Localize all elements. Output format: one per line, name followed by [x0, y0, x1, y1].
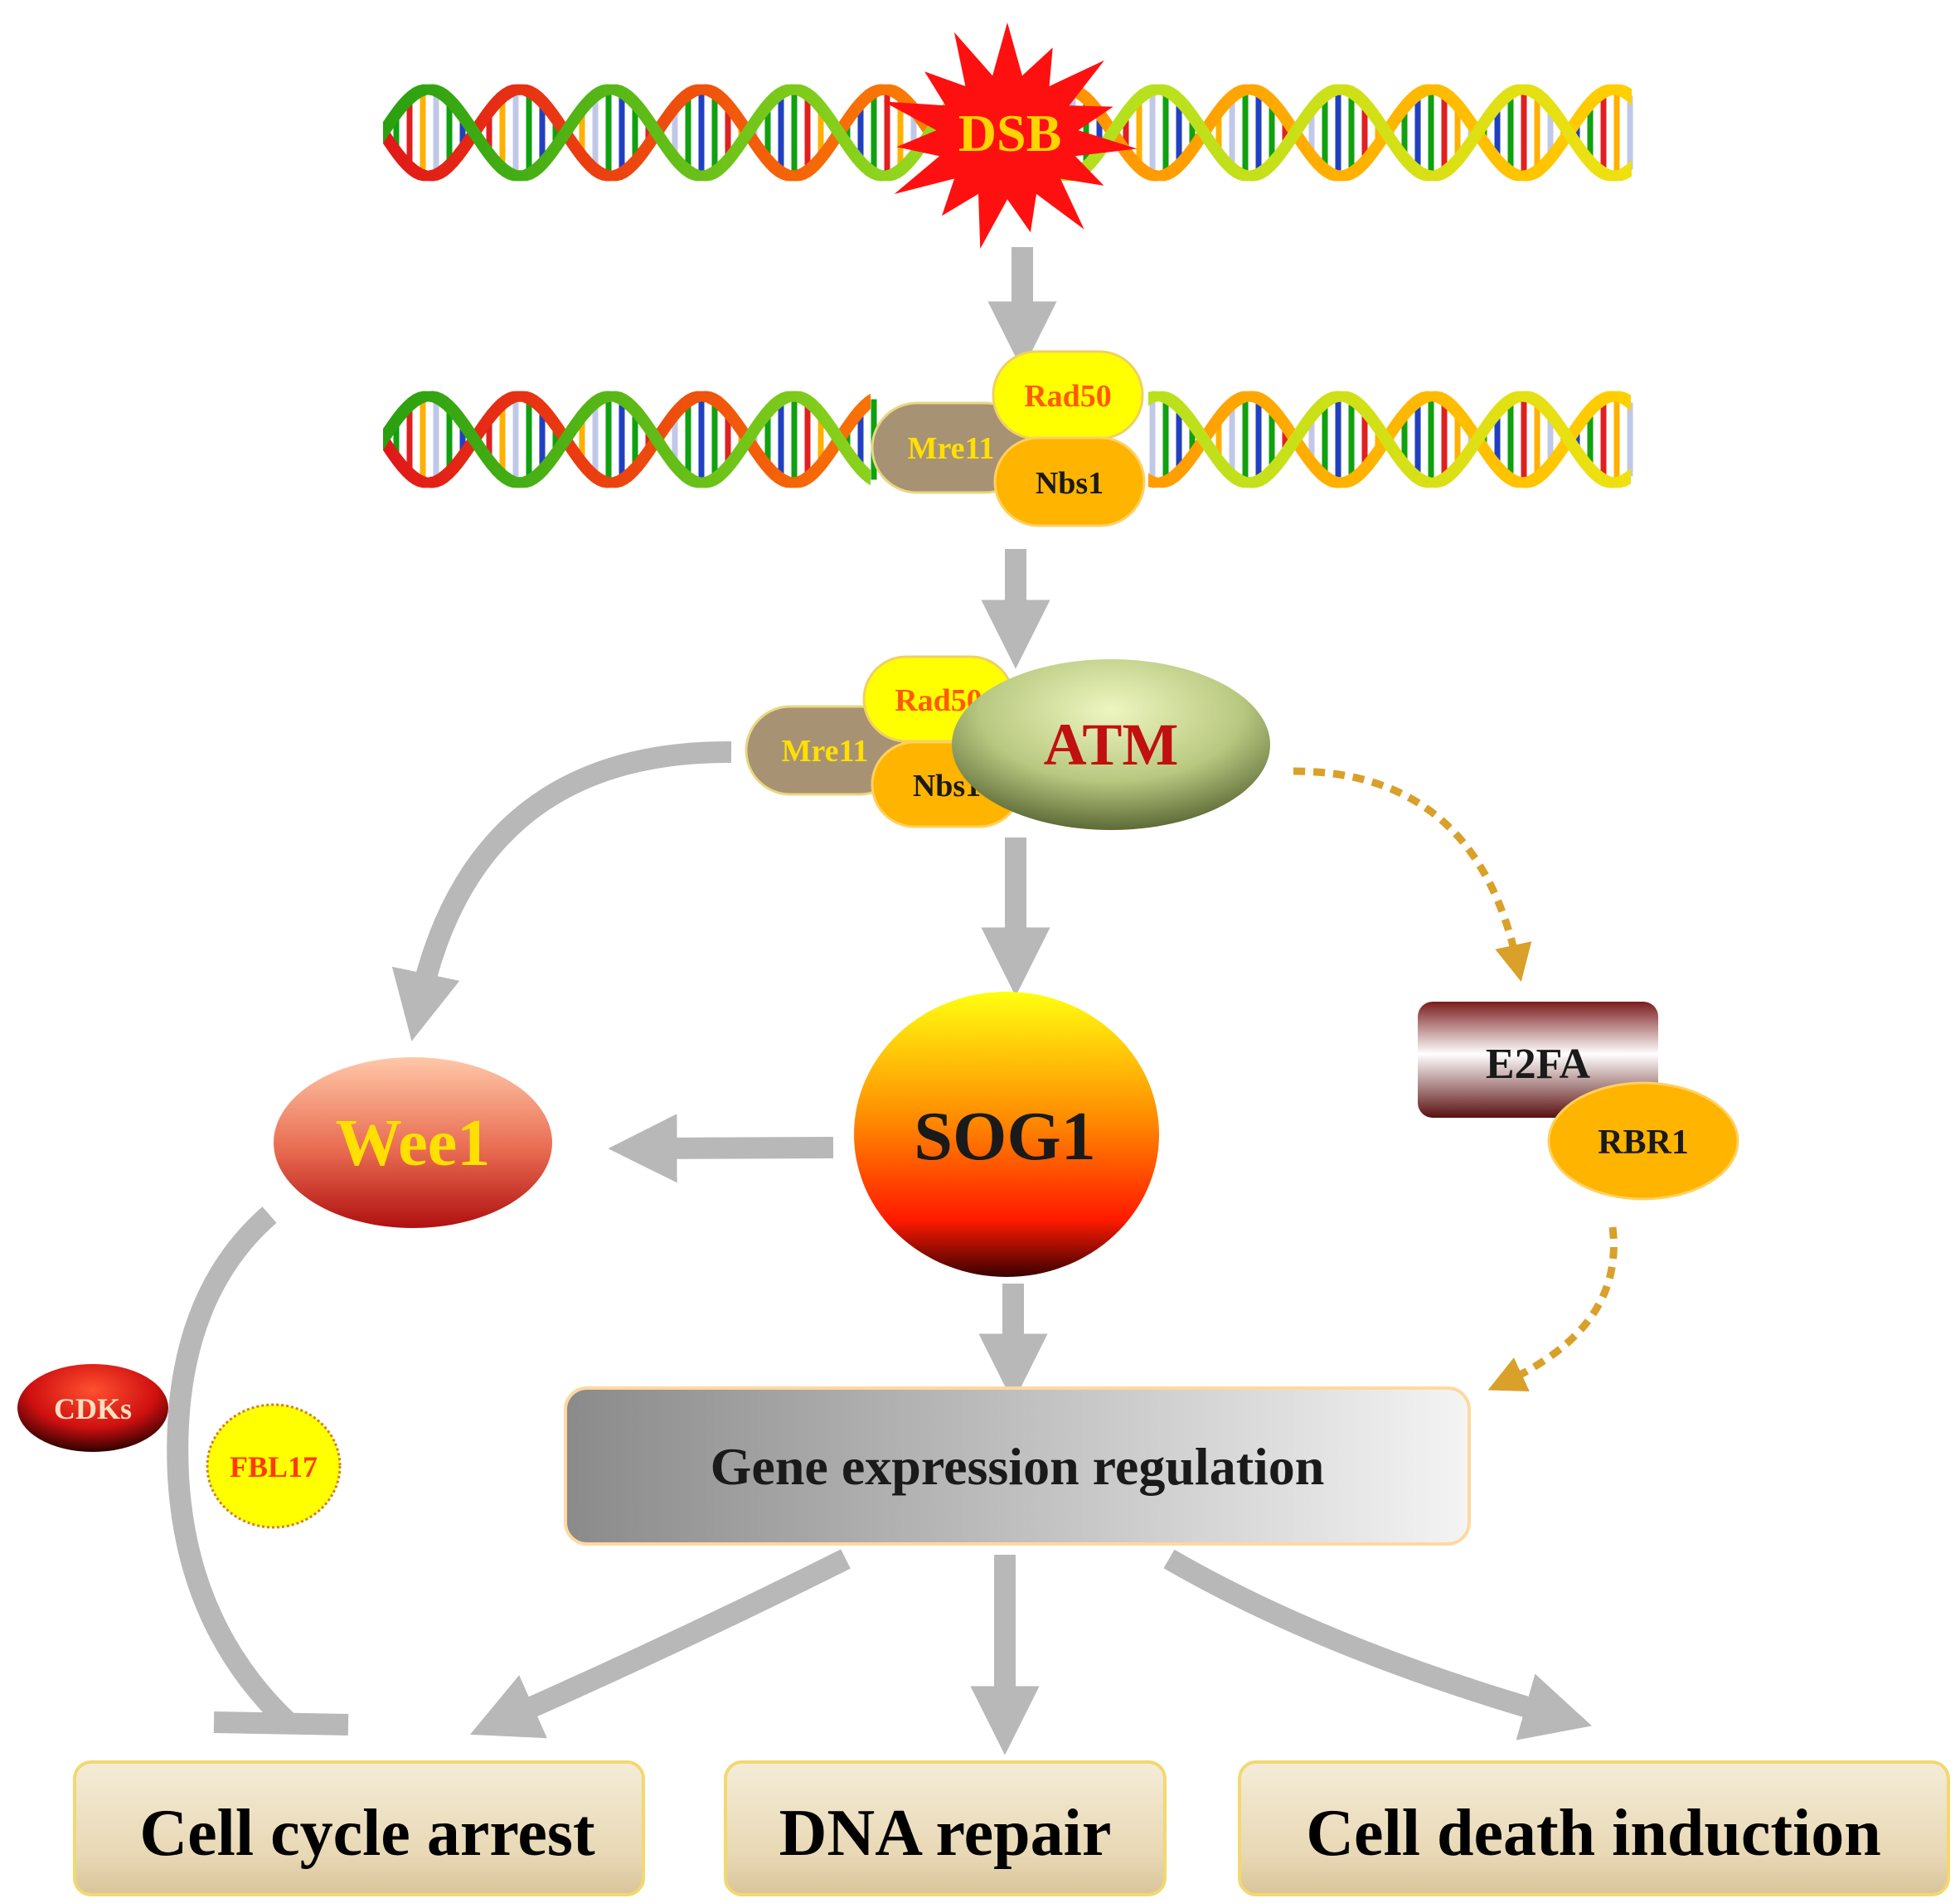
dna-helix-top [383, 84, 1633, 182]
dna-strand-green [383, 84, 1632, 182]
mre11-mid-label: Mre11 [782, 734, 869, 769]
cell-death-label: Cell death induction [1306, 1797, 1880, 1870]
inhibition-bar [213, 1711, 349, 1736]
atm-label: ATM [1044, 711, 1179, 778]
e2fa-label: E2FA [1486, 1041, 1591, 1088]
dna-strand-orange [383, 391, 1631, 488]
arrow-gene-to-cell-death [1163, 1549, 1592, 1740]
inhibition-wee1-to-cell-cycle [167, 1206, 294, 1729]
cdks-ellipse [17, 1364, 168, 1452]
cdks-label: CDKs [54, 1392, 132, 1425]
gene-expression-box [564, 1386, 1471, 1546]
sog1-label: SOG1 [914, 1098, 1095, 1175]
nbs1-top-label: Nbs1 [1036, 466, 1104, 501]
cell-cycle-arrest-label: Cell cycle arrest [139, 1797, 595, 1870]
gene-expression-label: Gene expression regulation [711, 1437, 1325, 1496]
rbr1-label: RBR1 [1598, 1124, 1689, 1162]
outcome-boxes: Cell cycle arrest DNA repair Cell death … [73, 1760, 1950, 1896]
dashed-arrow-atm-to-e2fa [1293, 767, 1532, 982]
e2fa-rbr1-complex: E2FA RBR1 [1418, 1002, 1739, 1201]
mrn-complex-top: Mre11 Rad50 Nbs1 [871, 350, 1146, 527]
dashed-arrows [1293, 767, 1618, 1391]
dna-strand-green [383, 391, 1631, 488]
dsb-burst-icon [883, 22, 1138, 249]
nbs1-top-shape [993, 436, 1146, 527]
dashed-arrow-rbr1-to-gene [1487, 1226, 1618, 1391]
dna-repair-label: DNA repair [779, 1797, 1112, 1870]
mrn-atm-complex: Mre11 Rad50 Nbs1 ATM [745, 655, 1270, 830]
sog1-circle [854, 992, 1159, 1277]
cell-cycle-arrest-box [73, 1760, 645, 1896]
arrow-mrn-to-wee1 [391, 740, 732, 1041]
dna-repair-box [724, 1760, 1167, 1896]
mre11-top-label: Mre11 [908, 431, 995, 466]
wee1-ellipse [274, 1057, 552, 1228]
dsb-label: DSB [958, 104, 1062, 163]
atm-ellipse [952, 659, 1270, 830]
dna-strand-orange [383, 84, 1632, 182]
fbl17-circle [206, 1403, 342, 1529]
gray-arrows [167, 247, 1592, 1755]
dna-helix-middle [383, 391, 1633, 488]
wee1-label: Wee1 [336, 1107, 491, 1180]
rbr1-ellipse [1547, 1081, 1739, 1201]
fbl17-label: FBL17 [230, 1450, 318, 1483]
rad50-top-label: Rad50 [1024, 379, 1112, 414]
cell-death-box [1238, 1760, 1950, 1896]
arrow-gene-to-cell-cycle [469, 1549, 851, 1739]
